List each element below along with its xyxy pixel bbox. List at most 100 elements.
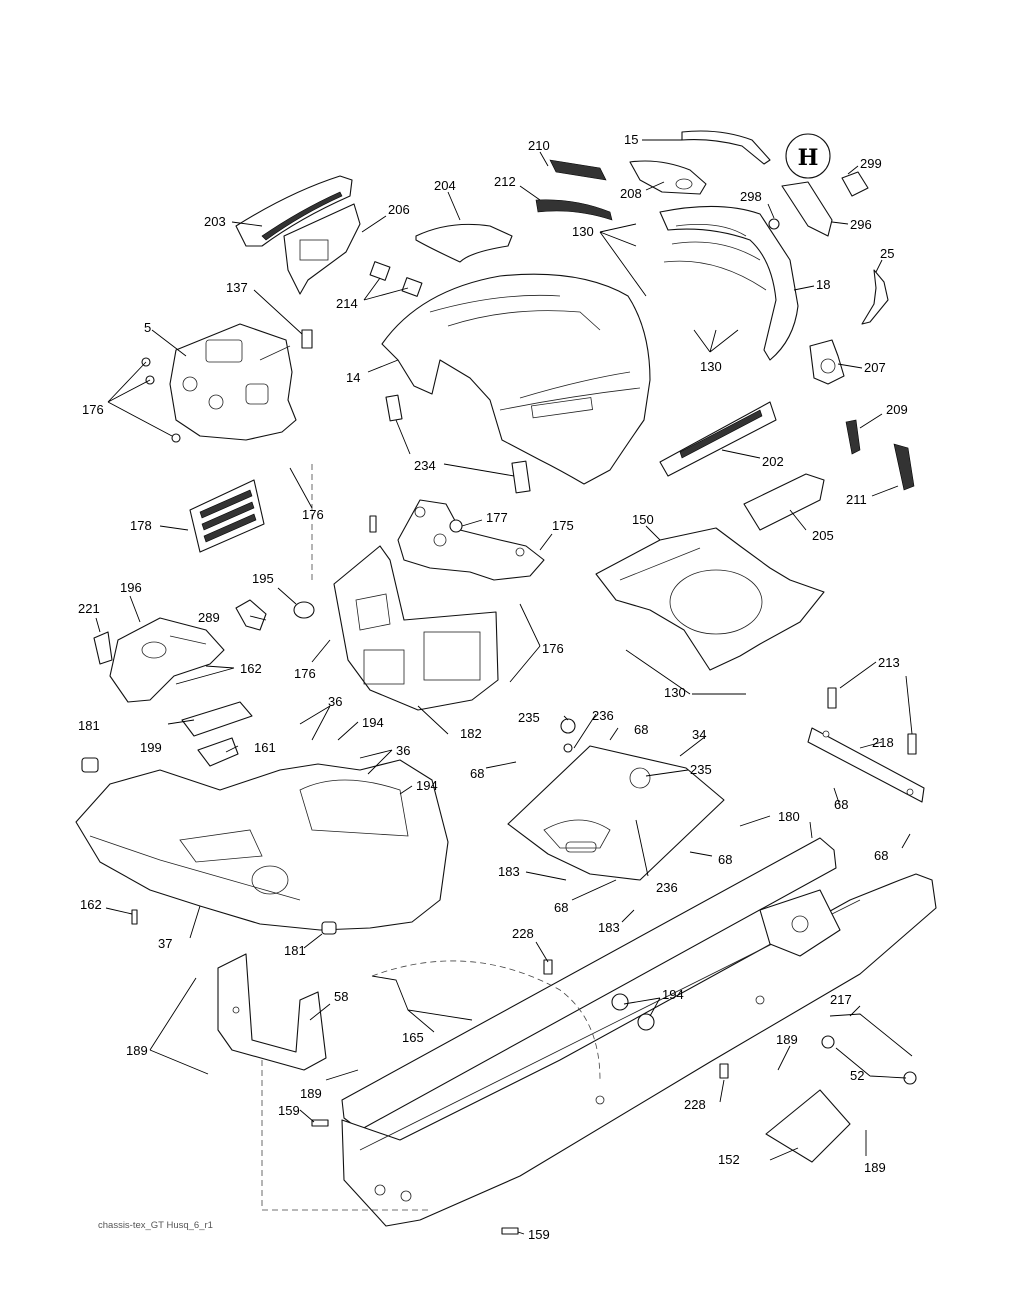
part-cover-296 (781, 181, 833, 237)
part-dashboard-5 (169, 323, 297, 441)
part-bracket-175 (397, 499, 545, 581)
callout-199: 199 (140, 740, 162, 755)
callout-137: 137 (226, 280, 248, 295)
part-front-grille-202 (659, 401, 777, 477)
callout-130a: 130 (572, 224, 594, 239)
callout-189c: 189 (300, 1086, 322, 1101)
part-headlight-207 (809, 339, 845, 385)
part-nut-194d (637, 1013, 655, 1031)
reference-line (371, 960, 601, 1081)
footer-code: chassis-tex_GT Husq_6_r1 (98, 1220, 213, 1231)
callout-298: 298 (740, 189, 762, 204)
callout-189a: 189 (126, 1043, 148, 1058)
leader-lines (95, 139, 913, 1235)
part-dash-panel-206 (283, 203, 361, 295)
callout-202: 202 (762, 454, 784, 469)
part-grille-209 (845, 419, 861, 455)
callout-37: 37 (158, 936, 172, 951)
part-washer-236a (563, 743, 573, 753)
callout-58: 58 (334, 989, 348, 1004)
callout-159b: 159 (528, 1227, 550, 1242)
callout-189b: 189 (776, 1032, 798, 1047)
part-guard-152 (765, 1089, 851, 1163)
callout-162a: 162 (240, 661, 262, 676)
callout-68c: 68 (834, 797, 848, 812)
part-strip-234a (385, 394, 403, 422)
callout-150: 150 (632, 512, 654, 527)
part-main-frame-180 (341, 837, 937, 1227)
part-vent-178 (189, 479, 265, 553)
callout-180: 180 (778, 809, 800, 824)
part-front-nose-18 (659, 205, 799, 361)
callout-210: 210 (528, 138, 550, 153)
part-cover-205 (743, 473, 825, 531)
part-bracket-58 (217, 953, 327, 1071)
callout-221: 221 (78, 601, 100, 616)
callout-205: 205 (812, 528, 834, 543)
part-emblem-299: H (785, 133, 869, 197)
part-hood-14 (381, 273, 651, 485)
callout-176a: 176 (82, 402, 104, 417)
callout-207: 207 (864, 360, 886, 375)
callout-176d: 176 (542, 641, 564, 656)
callout-194b: 194 (416, 778, 438, 793)
callout-228b: 228 (684, 1097, 706, 1112)
callout-217: 217 (830, 992, 852, 1007)
callout-18: 18 (816, 277, 830, 292)
part-rod-217 (829, 1013, 913, 1057)
part-bolt-213a (827, 687, 837, 709)
callout-296: 296 (850, 217, 872, 232)
callout-211: 211 (846, 492, 867, 507)
part-washer-52a (821, 1035, 835, 1049)
callout-208: 208 (620, 186, 642, 201)
callout-203: 203 (204, 214, 226, 229)
callout-181b: 181 (284, 943, 306, 958)
part-bracket-218 (807, 727, 925, 803)
callout-25: 25 (880, 246, 894, 261)
part-front-panel-182 (333, 545, 499, 711)
callout-177: 177 (486, 510, 508, 525)
part-trim-strip-15 (681, 130, 771, 165)
part-knob-181b (321, 921, 337, 935)
part-washer-235a (560, 718, 576, 734)
callout-159a: 159 (278, 1103, 300, 1118)
callout-206: 206 (388, 202, 410, 217)
callout-52: 52 (850, 1068, 864, 1083)
callout-175: 175 (552, 518, 574, 533)
callout-212: 212 (494, 174, 516, 189)
part-grille-211 (893, 443, 915, 491)
callout-299: 299 (860, 156, 882, 171)
callout-161: 161 (254, 740, 276, 755)
callout-152: 152 (718, 1152, 740, 1167)
part-bolt-228b (719, 1063, 729, 1079)
callout-labels: 15 210 299 204 212 208 298 296 203 206 1… (78, 132, 908, 1242)
part-knob-181a (81, 757, 99, 773)
callout-289: 289 (198, 610, 220, 625)
callout-181a: 181 (78, 718, 100, 733)
callout-182: 182 (460, 726, 482, 741)
part-panel-203 (235, 175, 353, 247)
part-button-298 (768, 218, 780, 230)
part-rear-panel-196 (109, 617, 225, 703)
part-grille-212 (535, 199, 613, 221)
part-cap-195 (293, 601, 315, 619)
part-bolt-159b (501, 1227, 519, 1235)
callout-162b: 162 (80, 897, 102, 912)
callout-235b: 235 (690, 762, 712, 777)
part-strip-234b (511, 460, 531, 494)
callout-236b: 236 (656, 880, 678, 895)
callout-68a: 68 (634, 722, 648, 737)
callout-176c: 176 (294, 666, 316, 681)
callout-236a: 236 (592, 708, 614, 723)
part-guard-150 (595, 527, 825, 671)
part-screw-162b (131, 909, 138, 925)
part-hood-insert-204 (415, 223, 513, 263)
part-nut-194c (611, 993, 629, 1011)
part-clip-137 (301, 329, 313, 349)
callout-68b: 68 (470, 766, 484, 781)
part-grille-insert-210 (549, 159, 607, 181)
part-pin-176b (369, 515, 377, 533)
part-bracket-25 (861, 269, 889, 325)
callout-183a: 183 (498, 864, 520, 879)
